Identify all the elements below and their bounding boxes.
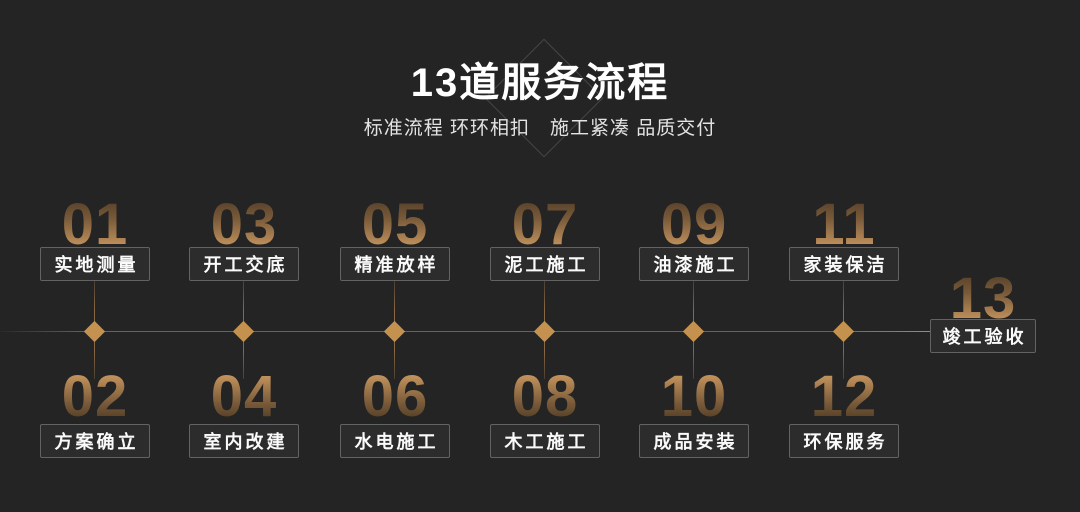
timeline-node-diamond	[383, 320, 406, 343]
step-label-box: 实地测量	[40, 247, 150, 281]
step-label: 油漆施工	[653, 255, 738, 275]
step-label-box: 方案确立	[40, 424, 150, 458]
step-label: 精准放样	[354, 255, 439, 275]
timeline-node-diamond	[682, 320, 705, 343]
step-label-box: 油漆施工	[639, 247, 749, 281]
process-column: 03 开工交底 04 室内改建	[164, 0, 324, 512]
step-label: 实地测量	[54, 255, 139, 275]
process-final-step: 13 竣工验收	[930, 0, 1036, 512]
step-label: 木工施工	[504, 432, 589, 452]
step-number: 07	[465, 196, 625, 254]
step-number: 09	[614, 196, 774, 254]
step-label-box: 室内改建	[189, 424, 299, 458]
step-label-box: 精准放样	[340, 247, 450, 281]
step-number: 11	[764, 196, 924, 254]
process-column: 09 油漆施工 10 成品安装	[614, 0, 774, 512]
timeline-node-diamond	[533, 320, 556, 343]
step-label: 竣工验收	[942, 327, 1027, 347]
step-number: 06	[315, 368, 475, 426]
step-number: 04	[164, 368, 324, 426]
step-number: 12	[764, 368, 924, 426]
step-label-box: 开工交底	[189, 247, 299, 281]
step-number: 03	[164, 196, 324, 254]
step-label-box: 家装保洁	[789, 247, 899, 281]
step-label-box: 环保服务	[789, 424, 899, 458]
step-label-box: 竣工验收	[930, 319, 1036, 353]
step-label: 开工交底	[203, 255, 288, 275]
process-column: 11 家装保洁 12 环保服务	[764, 0, 924, 512]
step-number: 05	[315, 196, 475, 254]
step-label: 方案确立	[54, 432, 139, 452]
timeline-node-diamond	[83, 320, 106, 343]
step-label-box: 泥工施工	[490, 247, 600, 281]
process-column: 01 实地测量 02 方案确立	[15, 0, 175, 512]
step-label: 家装保洁	[803, 255, 888, 275]
process-column: 07 泥工施工 08 木工施工	[465, 0, 625, 512]
timeline-node-diamond	[232, 320, 255, 343]
step-number: 13	[930, 270, 1036, 328]
step-label: 水电施工	[354, 432, 439, 452]
step-label-box: 水电施工	[340, 424, 450, 458]
step-label: 泥工施工	[504, 255, 589, 275]
step-label: 室内改建	[203, 432, 288, 452]
step-label: 成品安装	[653, 432, 738, 452]
step-number: 02	[15, 368, 175, 426]
step-number: 08	[465, 368, 625, 426]
process-column: 05 精准放样 06 水电施工	[315, 0, 475, 512]
page-subtitle: 标准流程 环环相扣 施工紧凑 品质交付	[363, 118, 717, 139]
step-number: 01	[15, 196, 175, 254]
page-title: 13道服务流程	[410, 61, 670, 105]
step-label-box: 成品安装	[639, 424, 749, 458]
timeline	[0, 331, 932, 332]
step-label-box: 木工施工	[490, 424, 600, 458]
step-number: 10	[614, 368, 774, 426]
timeline-node-diamond	[832, 320, 855, 343]
step-label: 环保服务	[803, 432, 888, 452]
